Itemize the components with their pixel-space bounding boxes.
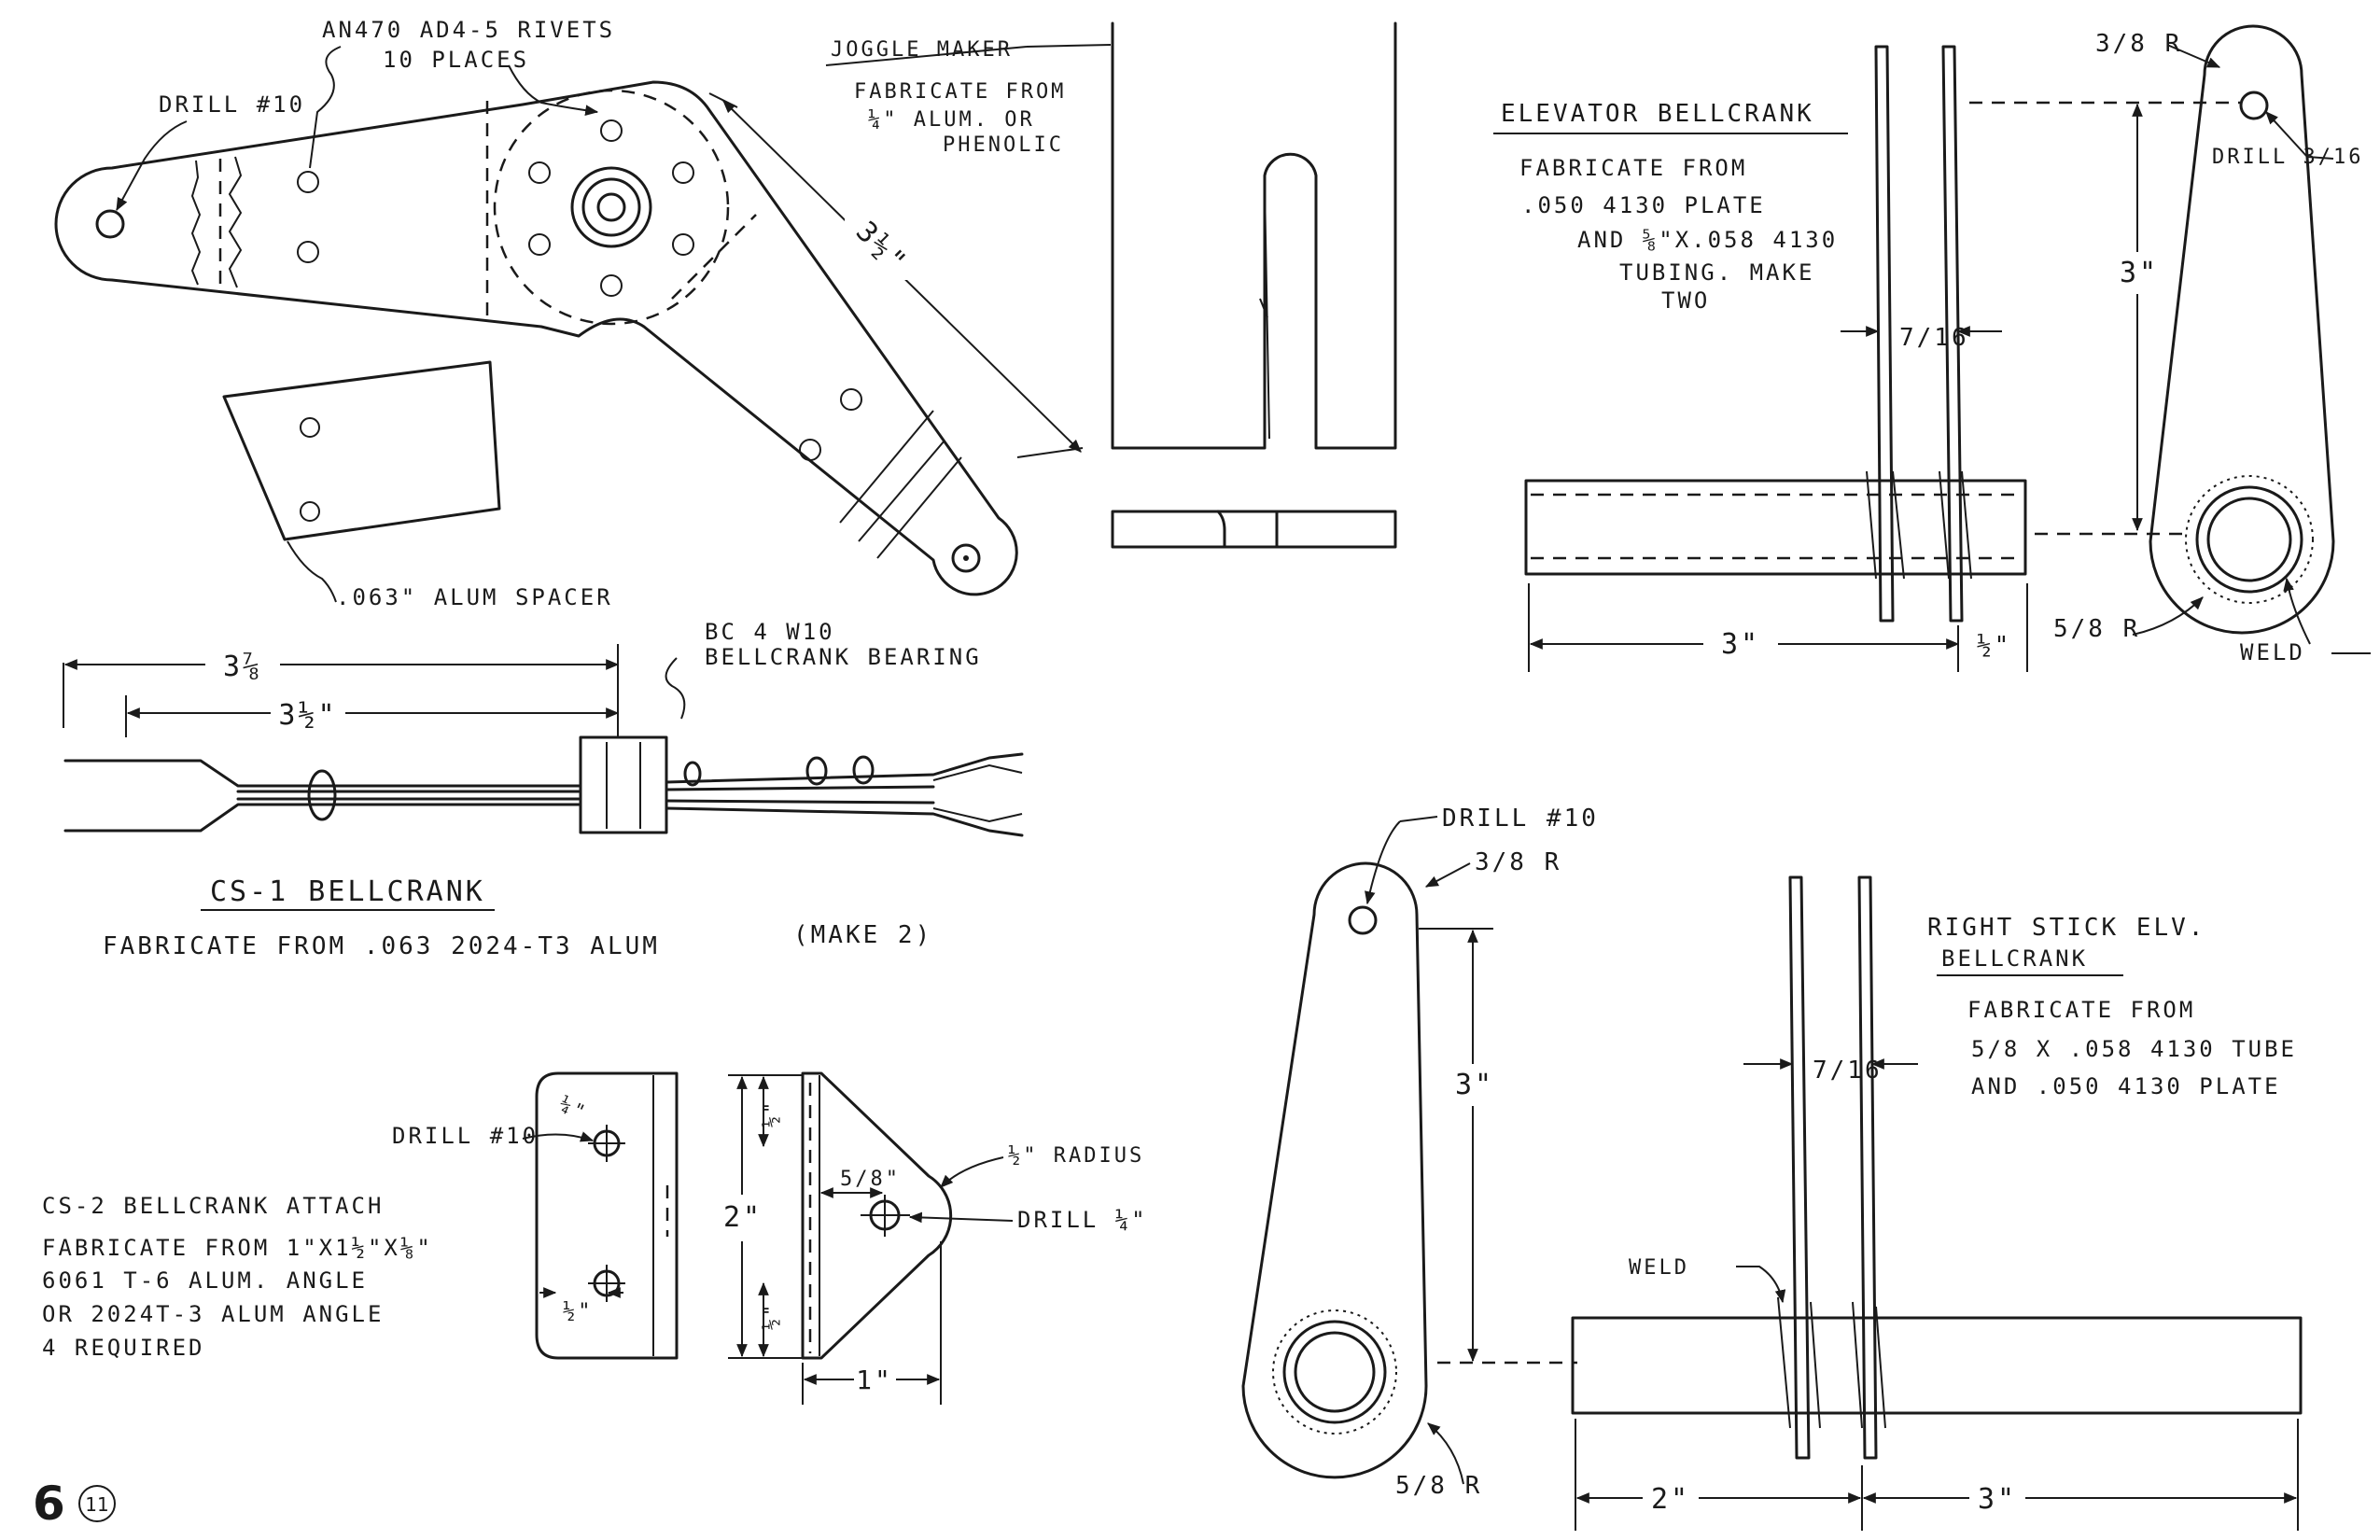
cs2-drill-quarter: DRILL ¼" xyxy=(1017,1207,1148,1233)
right-stick-tube xyxy=(1571,1316,2303,1415)
right-stick-drill: DRILL #10 xyxy=(1442,805,1599,833)
elevator-line-4: TUBING. MAKE xyxy=(1619,259,1814,286)
elevator-drill-hole xyxy=(2239,91,2269,120)
cs1-spacer: .063" ALUM SPACER xyxy=(222,360,613,610)
cs2-line-3: OR 2024T-3 ALUM ANGLE xyxy=(42,1301,384,1327)
cs2-height: 2" xyxy=(723,1201,763,1234)
joggle-line-3: PHENOLIC xyxy=(943,133,1064,157)
cs1-rivets-places: 10 PLACES xyxy=(383,47,529,73)
elevator-weld: WELD xyxy=(2240,639,2305,665)
elevator-tube-end-view xyxy=(2195,485,2303,594)
elevator-tube-end: ½" xyxy=(1977,632,2011,660)
cs1-bearing-label-1: BC 4 W10 xyxy=(705,619,835,645)
cs1-bellcrank-plan-view: 3½" DRILL #10 AN470 AD4-5 RIVETS 10 PLAC… xyxy=(54,17,1084,596)
right-stick-weld: WELD xyxy=(1629,1256,1689,1280)
cs2-line-4: 4 REQUIRED xyxy=(42,1335,205,1361)
cs2-drill-10: DRILL #10 xyxy=(392,1123,539,1149)
elevator-line-1: FABRICATE FROM xyxy=(1519,155,1747,181)
cs2-title: CS-2 BELLCRANK ATTACH xyxy=(42,1193,384,1219)
right-stick-bottom-radius: 5/8 R xyxy=(1395,1472,1482,1500)
right-stick-drill-hole xyxy=(1348,905,1378,935)
cs1-drill-hole xyxy=(95,209,125,239)
elevator-height: 3" xyxy=(2120,257,2159,289)
circled-number: 11 xyxy=(85,1493,108,1516)
elevator-line-3: AND ⅝"X.058 4130 xyxy=(1577,227,1838,253)
elevator-plate-gap: 7/16 xyxy=(1899,324,1969,352)
cs2-radius: ½" RADIUS xyxy=(1008,1144,1144,1168)
right-stick-title-1: RIGHT STICK ELV. xyxy=(1927,914,2205,942)
right-stick-line-3: AND .050 4130 PLATE xyxy=(1971,1073,2281,1099)
elevator-line-5: TWO xyxy=(1661,287,1710,314)
right-stick-line-1: FABRICATE FROM xyxy=(1967,997,2195,1023)
joggle-line-1: FABRICATE FROM xyxy=(854,80,1066,104)
cs1-bearing-side xyxy=(579,735,668,834)
right-stick-top-radius: 3/8 R xyxy=(1475,848,1561,876)
cs1-drill-label: DRILL #10 xyxy=(159,91,305,118)
elevator-top-radius: 3/8 R xyxy=(2095,30,2182,58)
right-stick-plate-gap: 7/16 xyxy=(1813,1057,1883,1085)
right-stick-bellcrank: DRILL #10 3/8 R 3" 5/8 R RIGHT STICK ELV… xyxy=(1241,805,2303,1531)
cs1-rivets-label: AN470 AD4-5 RIVETS xyxy=(322,17,615,43)
joggle-maker: JOGGLE MAKER FABRICATE FROM ¼" ALUM. OR … xyxy=(825,21,1397,549)
cs1-bearing-label-2: BELLCRANK BEARING xyxy=(705,644,982,670)
joggle-side-view xyxy=(1111,510,1397,549)
cs2-edge-top: ¼" xyxy=(556,1092,591,1124)
cs2-bellcrank-attach: DRILL #10 ¼" ½" 2" ½" ½" 5/8" ½" RADIUS … xyxy=(42,1071,1148,1405)
right-stick-title-2: BELLCRANK xyxy=(1941,945,2088,972)
joggle-line-2: ¼" ALUM. OR xyxy=(868,108,1035,132)
cs2-hole-offset: 5/8" xyxy=(840,1168,901,1191)
cs1-dim-inner: 3½" xyxy=(278,699,337,732)
cs1-bearing xyxy=(570,166,652,248)
cs2-top-offset: ½" xyxy=(760,1099,782,1127)
elevator-line-2: .050 4130 PLATE xyxy=(1521,192,1766,218)
cs1-spacer-label: .063" ALUM SPACER xyxy=(336,584,613,610)
right-stick-dim-right: 3" xyxy=(1978,1483,2017,1516)
elevator-bellcrank: ELEVATOR BELLCRANK FABRICATE FROM .050 4… xyxy=(1493,24,2371,672)
page-number-area: 6 11 xyxy=(33,1477,116,1531)
cs1-title: CS-1 BELLCRANK xyxy=(210,875,485,908)
cs2-line-2: 6061 T-6 ALUM. ANGLE xyxy=(42,1267,368,1294)
cs2-line-1: FABRICATE FROM 1"X1½"X⅛" xyxy=(42,1235,433,1261)
cs1-make: (MAKE 2) xyxy=(793,921,932,949)
elevator-title: ELEVATOR BELLCRANK xyxy=(1501,100,1814,128)
joggle-title: JOGGLE MAKER xyxy=(831,38,1013,62)
elevator-drill: DRILL 3/16 xyxy=(2212,146,2363,169)
right-stick-line-2: 5/8 X .058 4130 TUBE xyxy=(1971,1036,2297,1062)
cs1-fabricate: FABRICATE FROM .063 2024-T3 ALUM xyxy=(103,932,660,960)
elevator-tube-length: 3" xyxy=(1721,628,1760,661)
cs1-bellcrank-side-view: 3⅞ 3½" BC 4 W10 BELLCRANK BEARING CS-1 B… xyxy=(63,619,1024,960)
cs2-bottom-offset: ½" xyxy=(760,1302,782,1330)
right-stick-dim-left: 2" xyxy=(1651,1483,1690,1516)
elevator-bottom-radius: 5/8 R xyxy=(2053,615,2140,643)
cs1-dim-outer: 3⅞ xyxy=(223,651,262,683)
circled-number-ring xyxy=(78,1485,116,1522)
cs2-edge-side: ½" xyxy=(563,1300,594,1323)
right-stick-height: 3" xyxy=(1455,1069,1494,1101)
right-stick-tube-end-view xyxy=(1282,1320,1387,1424)
cs2-width: 1" xyxy=(856,1365,893,1395)
page-number: 6 xyxy=(33,1477,65,1531)
